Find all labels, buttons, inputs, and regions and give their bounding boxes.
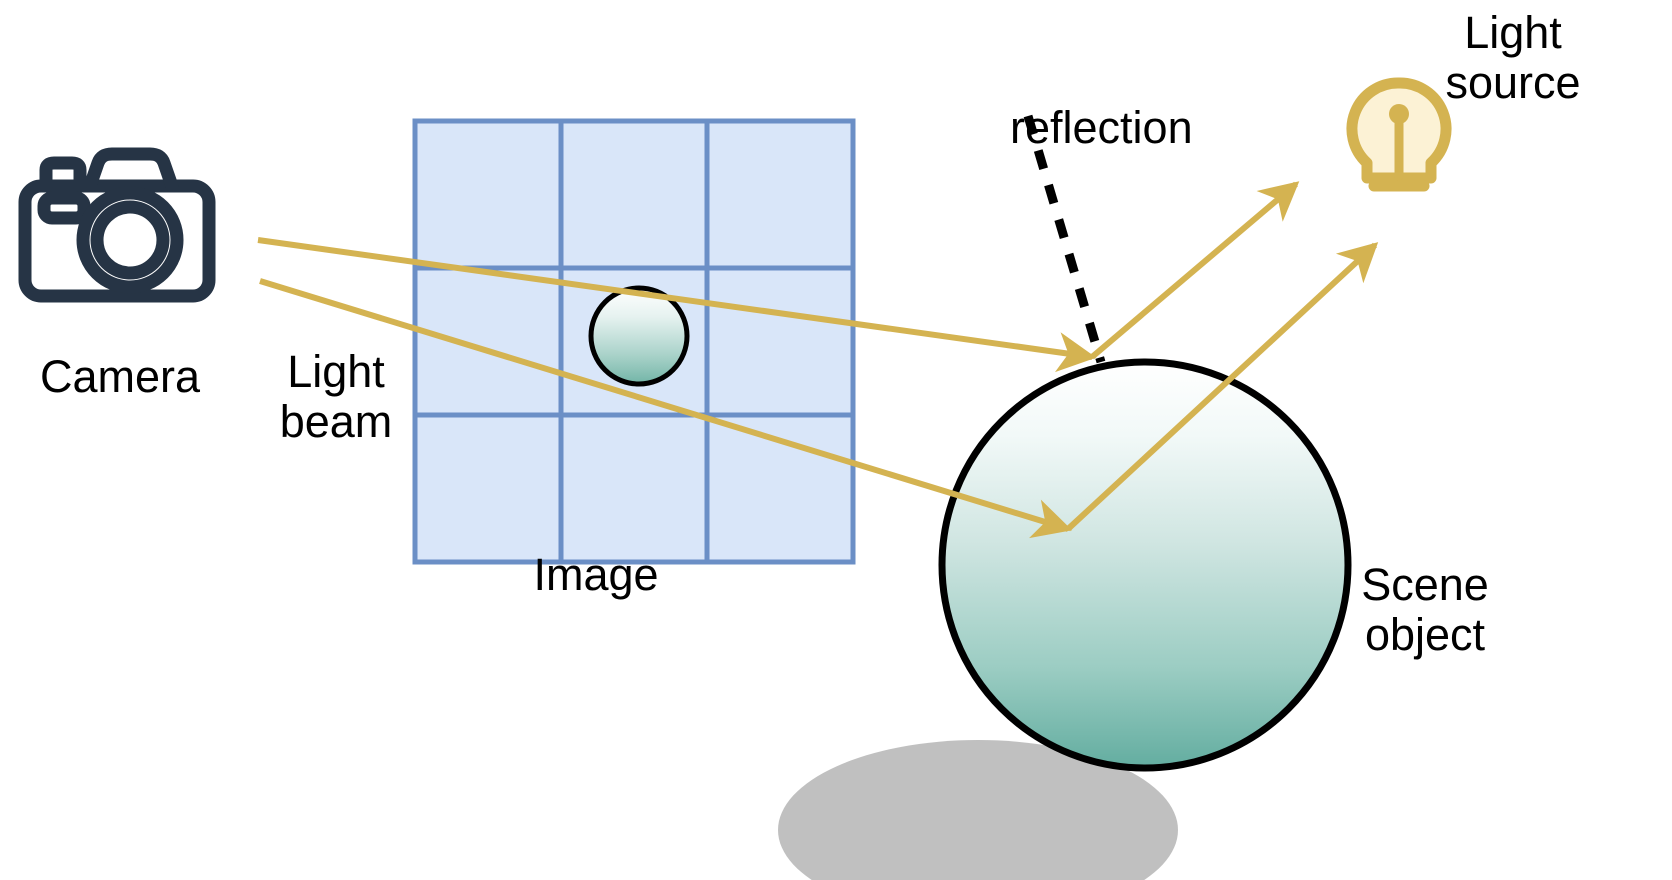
view-ray-lower	[259, 278, 1073, 539]
projected-sphere-on-image	[588, 285, 690, 387]
camera-icon	[18, 147, 216, 303]
view-ray-upper	[257, 237, 1097, 373]
scene-object-sphere	[938, 358, 1352, 772]
light-ray-to-source-upper	[1090, 181, 1300, 360]
ground-shadow-ellipse	[778, 740, 1178, 880]
light-ray-to-source-lower	[1065, 242, 1379, 532]
surface-normal-dashed	[1023, 114, 1106, 364]
light-bulb-icon	[1346, 77, 1452, 192]
